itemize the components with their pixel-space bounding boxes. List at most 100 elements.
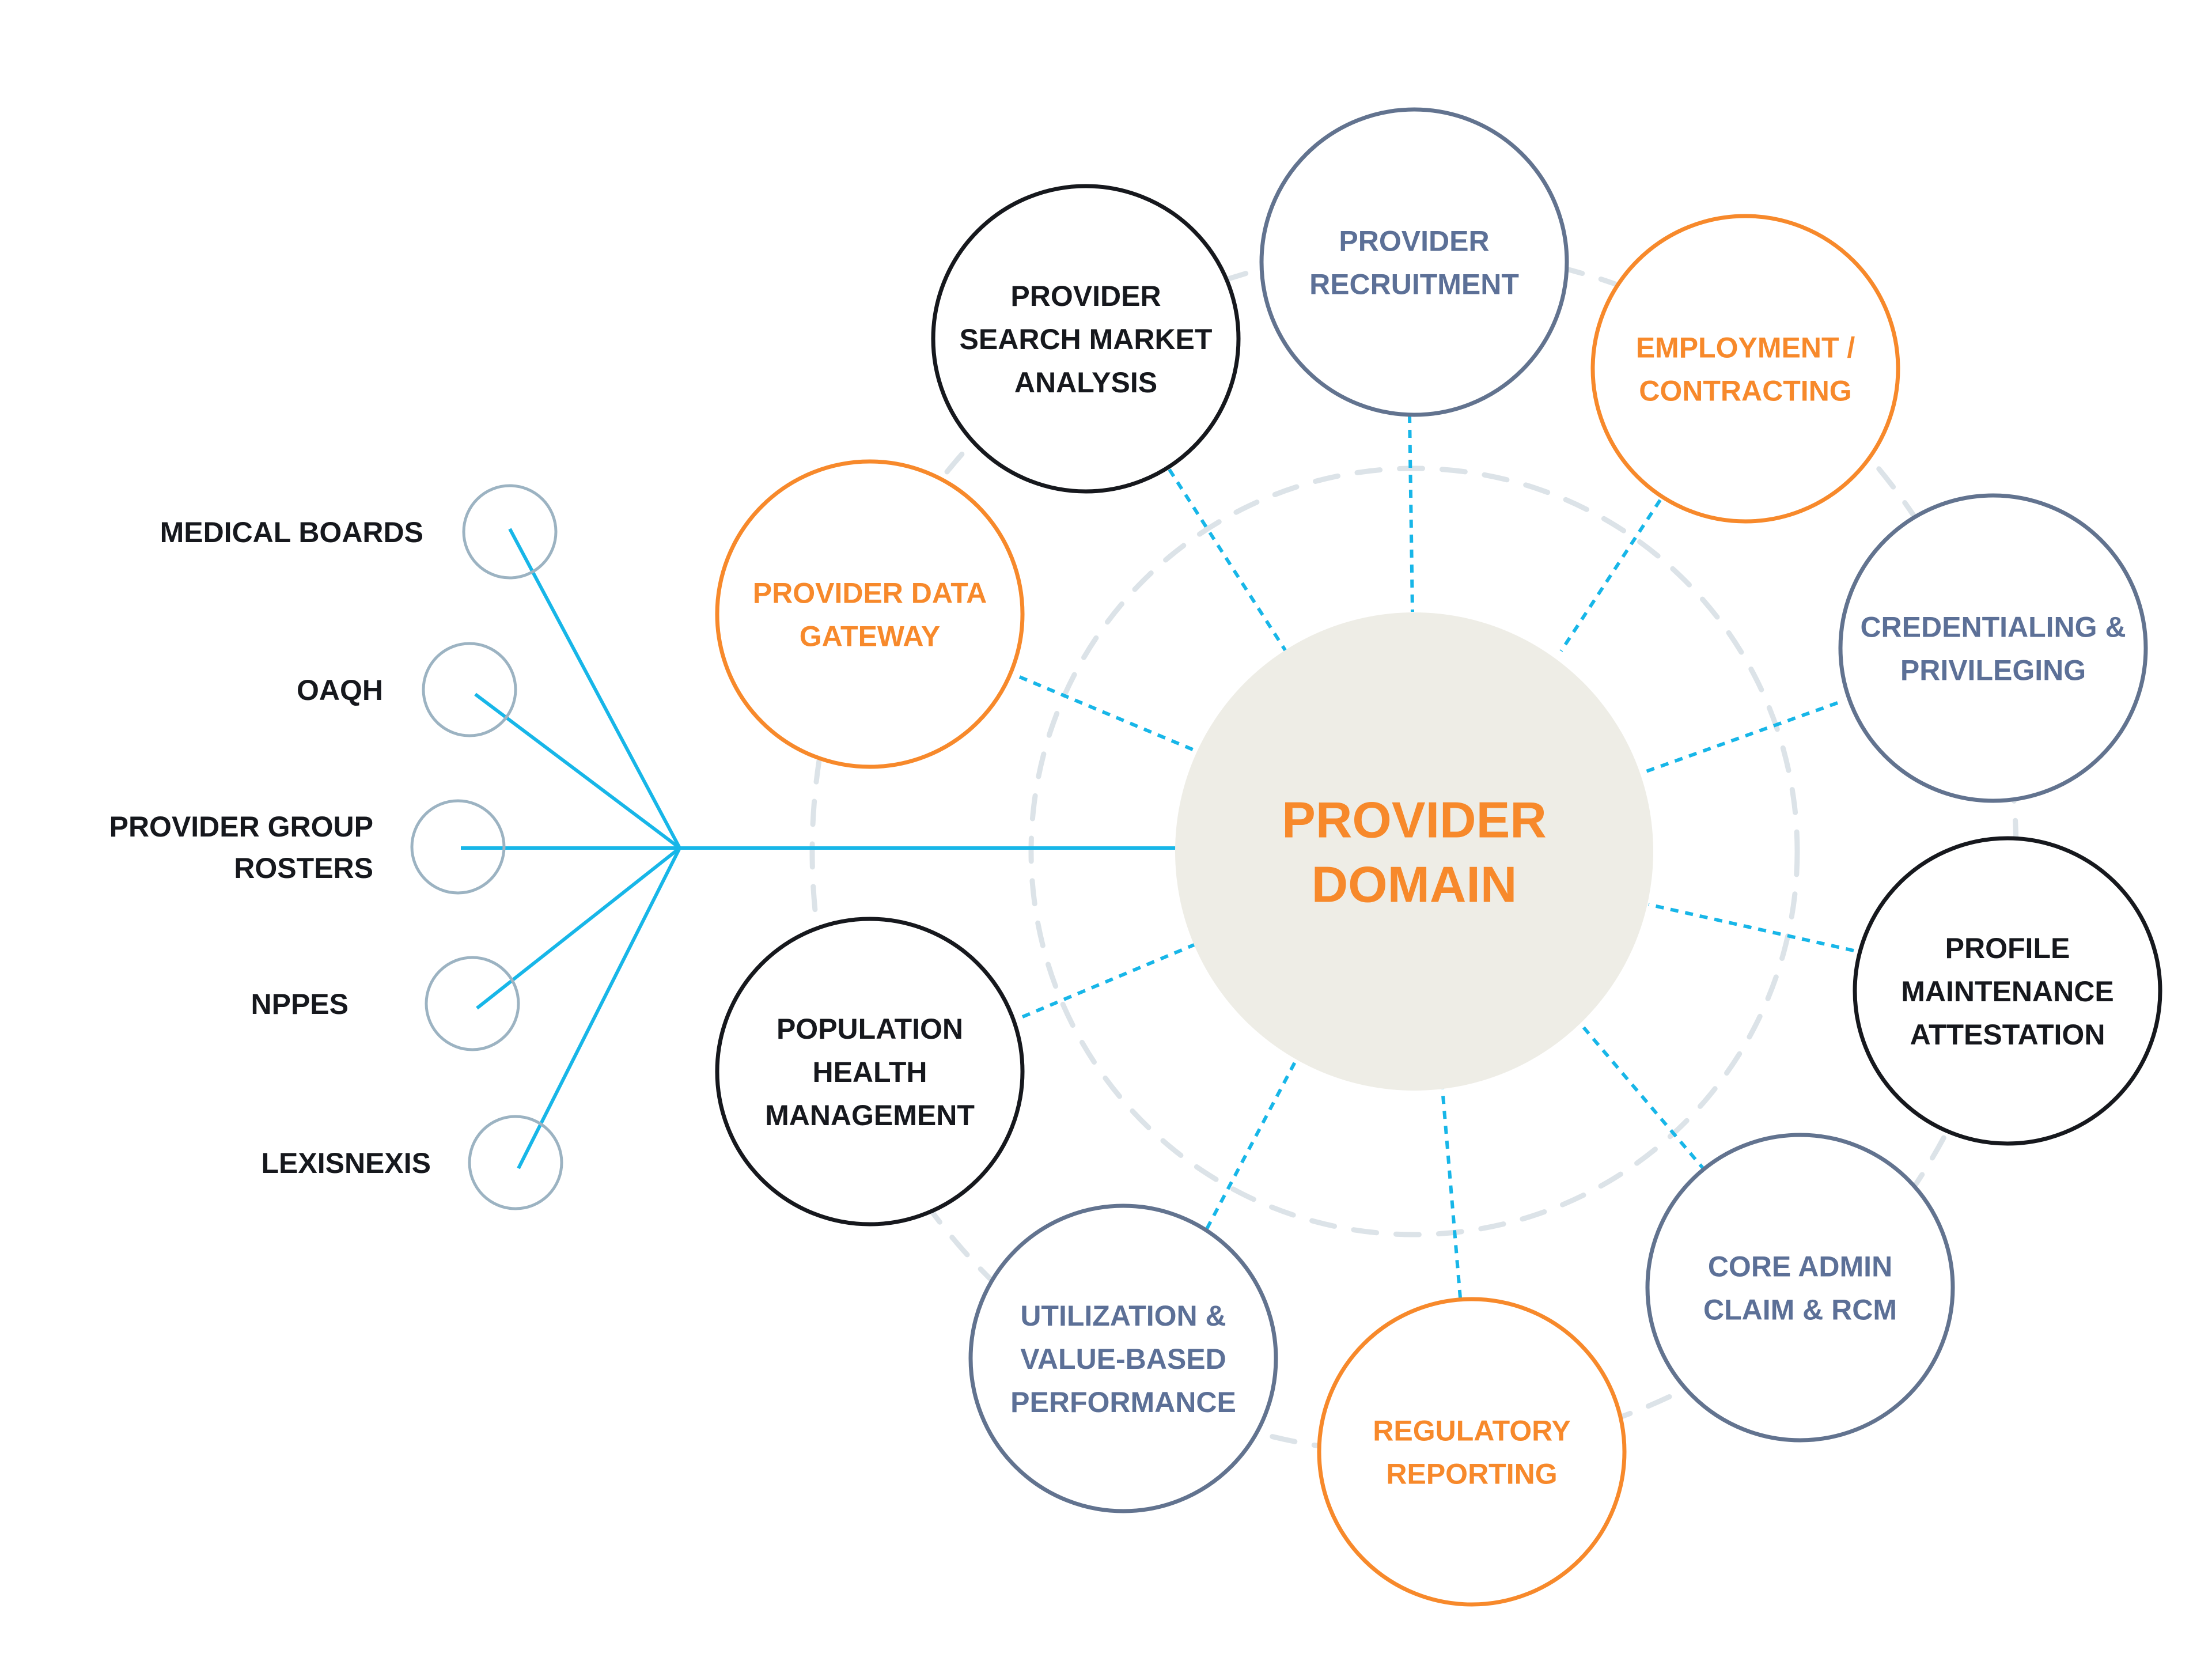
node-label-line: GATEWAY — [800, 620, 940, 653]
capability-nodes: PROVIDER SEARCH MARKET ANALYSIS PROVIDER REC… — [715, 107, 2162, 1607]
node-label: UTILIZATION & VALUE-BASED PERFORMANCE — [1010, 1300, 1236, 1418]
source-label-line: LEXISNEXIS — [261, 1147, 431, 1179]
node-label: EMPLOYMENT / CONTRACTING — [1636, 332, 1855, 407]
link-core-admin-claim-rcm — [1578, 1021, 1707, 1172]
node-circle — [715, 917, 1025, 1227]
source-circle — [462, 484, 558, 580]
provider-domain-hub: PROVIDER DOMAIN — [1175, 612, 1653, 1091]
node-label-line: REPORTING — [1386, 1458, 1557, 1490]
hub-label: PROVIDER DOMAIN — [1282, 792, 1547, 913]
node-label-line: PROVIDER — [1010, 280, 1161, 312]
node-circle — [1645, 1133, 1955, 1443]
node-provider-data-gateway: PROVIDER DATA GATEWAY — [715, 459, 1025, 769]
node-label: CORE ADMIN CLAIM & RCM — [1703, 1251, 1897, 1326]
node-circle — [715, 459, 1025, 769]
node-profile-maintenance-attestation: PROFILE MAINTENANCE ATTESTATION — [1853, 836, 2162, 1146]
link-profile-maintenance-attestation — [1648, 903, 1854, 952]
node-core-admin-claim-rcm: CORE ADMIN CLAIM & RCM — [1645, 1133, 1955, 1443]
node-label-line: CLAIM & RCM — [1703, 1294, 1897, 1326]
inner-dashed-ring — [1028, 465, 1800, 1237]
link-credentialing-privileging — [1643, 701, 1839, 774]
node-label: PROVIDER RECRUITMENT — [1309, 225, 1519, 301]
node-label-line: RECRUITMENT — [1309, 268, 1519, 301]
source-circle — [410, 799, 506, 895]
node-label-line: REGULATORY — [1373, 1415, 1571, 1447]
source-oaqh: OAQH — [297, 642, 517, 737]
node-provider-search-market-analysis: PROVIDER SEARCH MARKET ANALYSIS — [931, 184, 1241, 494]
node-circle — [968, 1203, 1278, 1513]
source-circle — [422, 642, 517, 737]
source-fan-lines — [461, 528, 1178, 1169]
node-label: PROVIDER SEARCH MARKET ANALYSIS — [960, 280, 1213, 399]
node-label-line: CREDENTIALING & — [1860, 611, 2126, 644]
link-provider-data-gateway — [1018, 675, 1199, 754]
source-label: PROVIDER GROUP ROSTERS — [109, 811, 373, 884]
source-line-medical-boards — [508, 528, 681, 849]
link-provider-recruitment — [1408, 414, 1414, 612]
node-label-line: CONTRACTING — [1639, 375, 1851, 407]
node-employment-contracting: EMPLOYMENT / CONTRACTING — [1590, 214, 1900, 524]
node-label: PROFILE MAINTENANCE ATTESTATION — [1901, 932, 2113, 1051]
source-line-oaqh — [474, 692, 681, 850]
link-regulatory-reporting — [1441, 1088, 1462, 1299]
hub-label-line: DOMAIN — [1312, 856, 1517, 913]
source-nppes: NPPES — [251, 956, 520, 1051]
node-regulatory-reporting: REGULATORY REPORTING — [1317, 1297, 1627, 1607]
source-label-line: MEDICAL BOARDS — [160, 516, 423, 548]
node-label-line: HEALTH — [812, 1056, 927, 1088]
source-circle — [468, 1115, 563, 1210]
source-circle — [425, 956, 520, 1051]
link-utilization-value-based-performance — [1205, 1059, 1298, 1230]
link-population-health-management — [1021, 943, 1195, 1019]
link-provider-search-market-analysis — [1168, 468, 1287, 652]
source-label-line: OAQH — [297, 674, 383, 706]
source-label: NPPES — [251, 988, 349, 1020]
node-circle — [1838, 493, 2148, 803]
source-label: MEDICAL BOARDS — [160, 516, 423, 548]
node-circle — [931, 184, 1241, 494]
hub-label-line: PROVIDER — [1282, 792, 1547, 849]
node-label: PROVIDER DATA GATEWAY — [753, 577, 987, 653]
node-label-line: CORE ADMIN — [1708, 1251, 1892, 1283]
source-label-line: NPPES — [251, 988, 349, 1020]
node-label-line: UTILIZATION & — [1020, 1300, 1226, 1332]
source-medical-boards: MEDICAL BOARDS — [160, 484, 558, 580]
node-credentialing-privileging: CREDENTIALING & PRIVILEGING — [1838, 493, 2148, 803]
node-population-health-management: POPULATION HEALTH MANAGEMENT — [715, 917, 1025, 1227]
node-label-line: MAINTENANCE — [1901, 975, 2113, 1008]
link-employment-contracting — [1559, 499, 1662, 652]
source-lexisnexis: LEXISNEXIS — [261, 1115, 563, 1210]
source-line-lexisnexis — [517, 847, 681, 1169]
connector-links — [1018, 414, 1854, 1299]
hub-circle — [1175, 612, 1653, 1091]
node-label-line: MANAGEMENT — [765, 1099, 975, 1131]
source-line-nppes — [476, 846, 681, 1010]
node-label-line: PROVIDER — [1339, 225, 1489, 258]
source-label: LEXISNEXIS — [261, 1147, 431, 1179]
source-label-line: ROSTERS — [234, 852, 373, 884]
node-label-line: PROFILE — [1945, 932, 2070, 964]
data-sources: MEDICAL BOARDS OAQH PROVIDER GROUP ROSTERS N… — [109, 484, 563, 1210]
node-label: CREDENTIALING & PRIVILEGING — [1860, 611, 2126, 687]
node-circle — [1259, 107, 1569, 417]
node-utilization-value-based-performance: UTILIZATION & VALUE-BASED PERFORMANCE — [968, 1203, 1278, 1513]
node-label-line: EMPLOYMENT / — [1636, 332, 1855, 364]
node-label: POPULATION HEALTH MANAGEMENT — [765, 1013, 975, 1131]
node-label-line: ANALYSIS — [1014, 366, 1157, 399]
node-label-line: PERFORMANCE — [1010, 1386, 1236, 1418]
node-circle — [1853, 836, 2162, 1146]
source-provider-group-rosters: PROVIDER GROUP ROSTERS — [109, 799, 506, 895]
source-label: OAQH — [297, 674, 383, 706]
node-label: REGULATORY REPORTING — [1373, 1415, 1571, 1490]
node-label-line: VALUE-BASED — [1020, 1343, 1226, 1375]
source-label-line: PROVIDER GROUP — [109, 811, 373, 843]
node-label-line: PROVIDER DATA — [753, 577, 987, 610]
node-label-line: PRIVILEGING — [1900, 654, 2086, 687]
node-label-line: ATTESTATION — [1910, 1019, 2105, 1051]
node-label-line: POPULATION — [777, 1013, 963, 1045]
node-label-line: SEARCH MARKET — [960, 323, 1213, 355]
node-provider-recruitment: PROVIDER RECRUITMENT — [1259, 107, 1569, 417]
node-circle — [1317, 1297, 1627, 1607]
node-circle — [1590, 214, 1900, 524]
